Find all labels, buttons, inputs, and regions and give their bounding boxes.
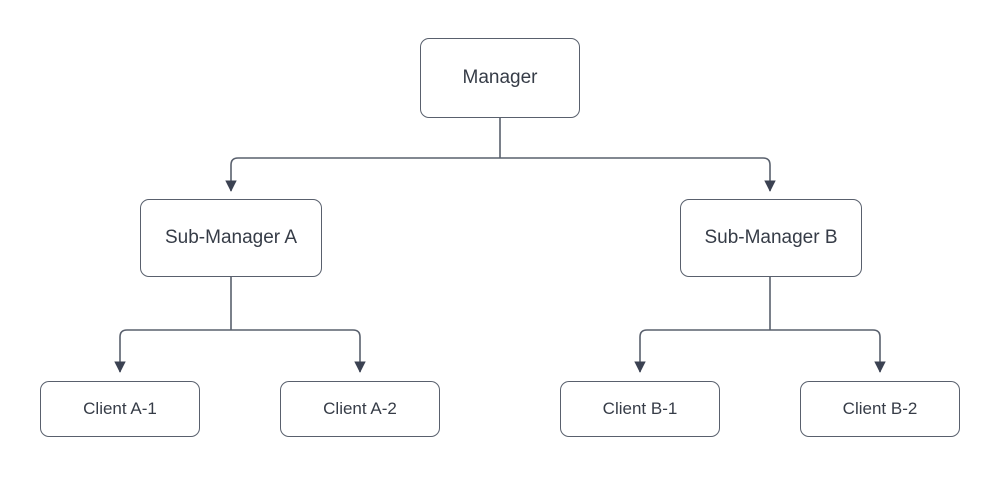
edge-manager-sub-b <box>500 157 776 192</box>
node-client-a-2-label: Client A-2 <box>323 398 397 418</box>
node-sub-manager-a-label: Sub-Manager A <box>164 226 298 248</box>
node-manager[interactable]: Manager <box>420 38 580 118</box>
node-client-a-1-label: Client A-1 <box>83 398 157 418</box>
edge-sub-a-client-a1 <box>114 329 231 373</box>
edge-sub-b-client-b1 <box>634 329 770 373</box>
node-manager-label: Manager <box>462 66 538 88</box>
node-sub-manager-b-label: Sub-Manager B <box>704 226 838 248</box>
node-client-b-2[interactable]: Client B-2 <box>800 381 960 437</box>
edge-sub-a-client-a2 <box>231 329 366 373</box>
edge-sub-b-client-b2 <box>770 329 886 373</box>
node-client-b-1[interactable]: Client B-1 <box>560 381 720 437</box>
node-client-a-1[interactable]: Client A-1 <box>40 381 200 437</box>
node-client-a-2[interactable]: Client A-2 <box>280 381 440 437</box>
node-client-b-1-label: Client B-1 <box>602 398 678 418</box>
edge-manager-sub-a <box>225 157 500 192</box>
node-sub-manager-a[interactable]: Sub-Manager A <box>140 199 322 277</box>
node-sub-manager-b[interactable]: Sub-Manager B <box>680 199 862 277</box>
node-client-b-2-label: Client B-2 <box>842 398 918 418</box>
